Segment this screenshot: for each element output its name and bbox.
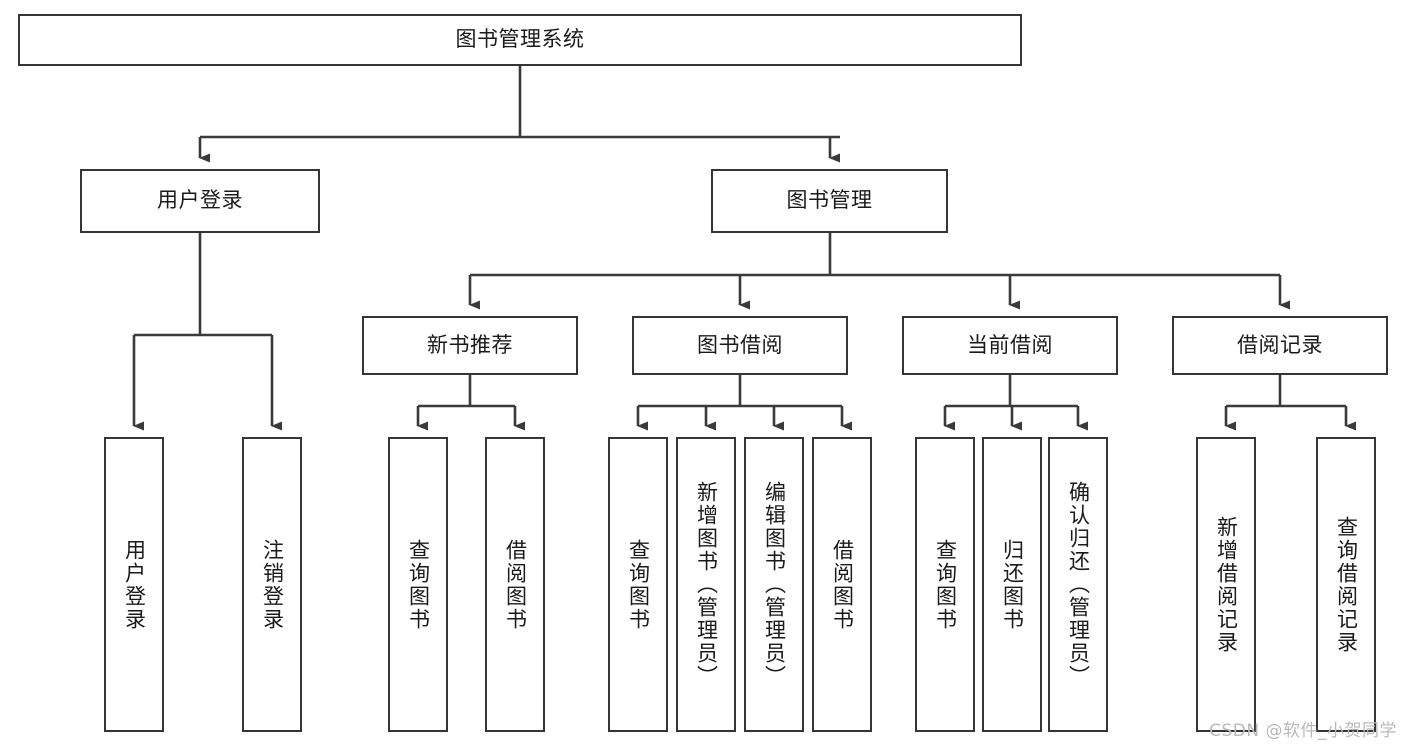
leaf-add-borrow-record[interactable]: 新增借阅记录 bbox=[1196, 437, 1256, 732]
node-book-borrow-label: 图书借阅 bbox=[697, 332, 783, 357]
leaf-return-book-label: 归还图书 bbox=[1000, 538, 1025, 631]
node-current-borrow[interactable]: 当前借阅 bbox=[902, 316, 1118, 375]
leaf-add-book-admin-label: 新增图书（管理员） bbox=[694, 481, 719, 688]
node-user-login-label: 用户登录 bbox=[157, 188, 243, 213]
leaf-query-borrow-record[interactable]: 查询借阅记录 bbox=[1316, 437, 1376, 732]
leaf-borrow-book-1-label: 借阅图书 bbox=[503, 538, 528, 631]
node-current-borrow-label: 当前借阅 bbox=[967, 332, 1053, 357]
node-book-manage[interactable]: 图书管理 bbox=[711, 169, 948, 233]
node-new-book-recommend[interactable]: 新书推荐 bbox=[362, 316, 578, 375]
leaf-query-book-1[interactable]: 查询图书 bbox=[388, 437, 448, 732]
leaf-query-book-1-label: 查询图书 bbox=[406, 538, 431, 631]
leaf-edit-book-admin-label: 编辑图书（管理员） bbox=[762, 481, 787, 688]
node-root[interactable]: 图书管理系统 bbox=[18, 14, 1022, 66]
node-user-login[interactable]: 用户登录 bbox=[80, 169, 320, 233]
leaf-add-borrow-record-label: 新增借阅记录 bbox=[1214, 515, 1239, 654]
leaf-borrow-book-2-label: 借阅图书 bbox=[830, 538, 855, 631]
leaf-borrow-book-1[interactable]: 借阅图书 bbox=[485, 437, 545, 732]
leaf-query-book-3-label: 查询图书 bbox=[933, 538, 958, 631]
leaf-logout-login[interactable]: 注销登录 bbox=[242, 437, 302, 732]
leaf-query-borrow-record-label: 查询借阅记录 bbox=[1334, 515, 1359, 654]
node-root-label: 图书管理系统 bbox=[455, 27, 585, 52]
leaf-return-book[interactable]: 归还图书 bbox=[982, 437, 1042, 732]
leaf-query-book-3[interactable]: 查询图书 bbox=[915, 437, 975, 732]
leaf-confirm-return-admin-label: 确认归还（管理员） bbox=[1066, 481, 1091, 688]
leaf-query-book-2[interactable]: 查询图书 bbox=[608, 437, 668, 732]
leaf-user-login-label: 用户登录 bbox=[122, 538, 147, 631]
node-book-manage-label: 图书管理 bbox=[786, 188, 873, 213]
leaf-logout-login-label: 注销登录 bbox=[260, 538, 285, 631]
leaf-edit-book-admin[interactable]: 编辑图书（管理员） bbox=[744, 437, 804, 732]
node-book-borrow[interactable]: 图书借阅 bbox=[632, 316, 848, 375]
leaf-borrow-book-2[interactable]: 借阅图书 bbox=[812, 437, 872, 732]
node-new-book-recommend-label: 新书推荐 bbox=[427, 332, 513, 357]
leaf-add-book-admin[interactable]: 新增图书（管理员） bbox=[676, 437, 736, 732]
node-borrow-record-label: 借阅记录 bbox=[1237, 332, 1323, 357]
leaf-confirm-return-admin[interactable]: 确认归还（管理员） bbox=[1048, 437, 1108, 732]
leaf-user-login[interactable]: 用户登录 bbox=[104, 437, 164, 732]
node-borrow-record[interactable]: 借阅记录 bbox=[1172, 316, 1388, 375]
leaf-query-book-2-label: 查询图书 bbox=[626, 538, 651, 631]
